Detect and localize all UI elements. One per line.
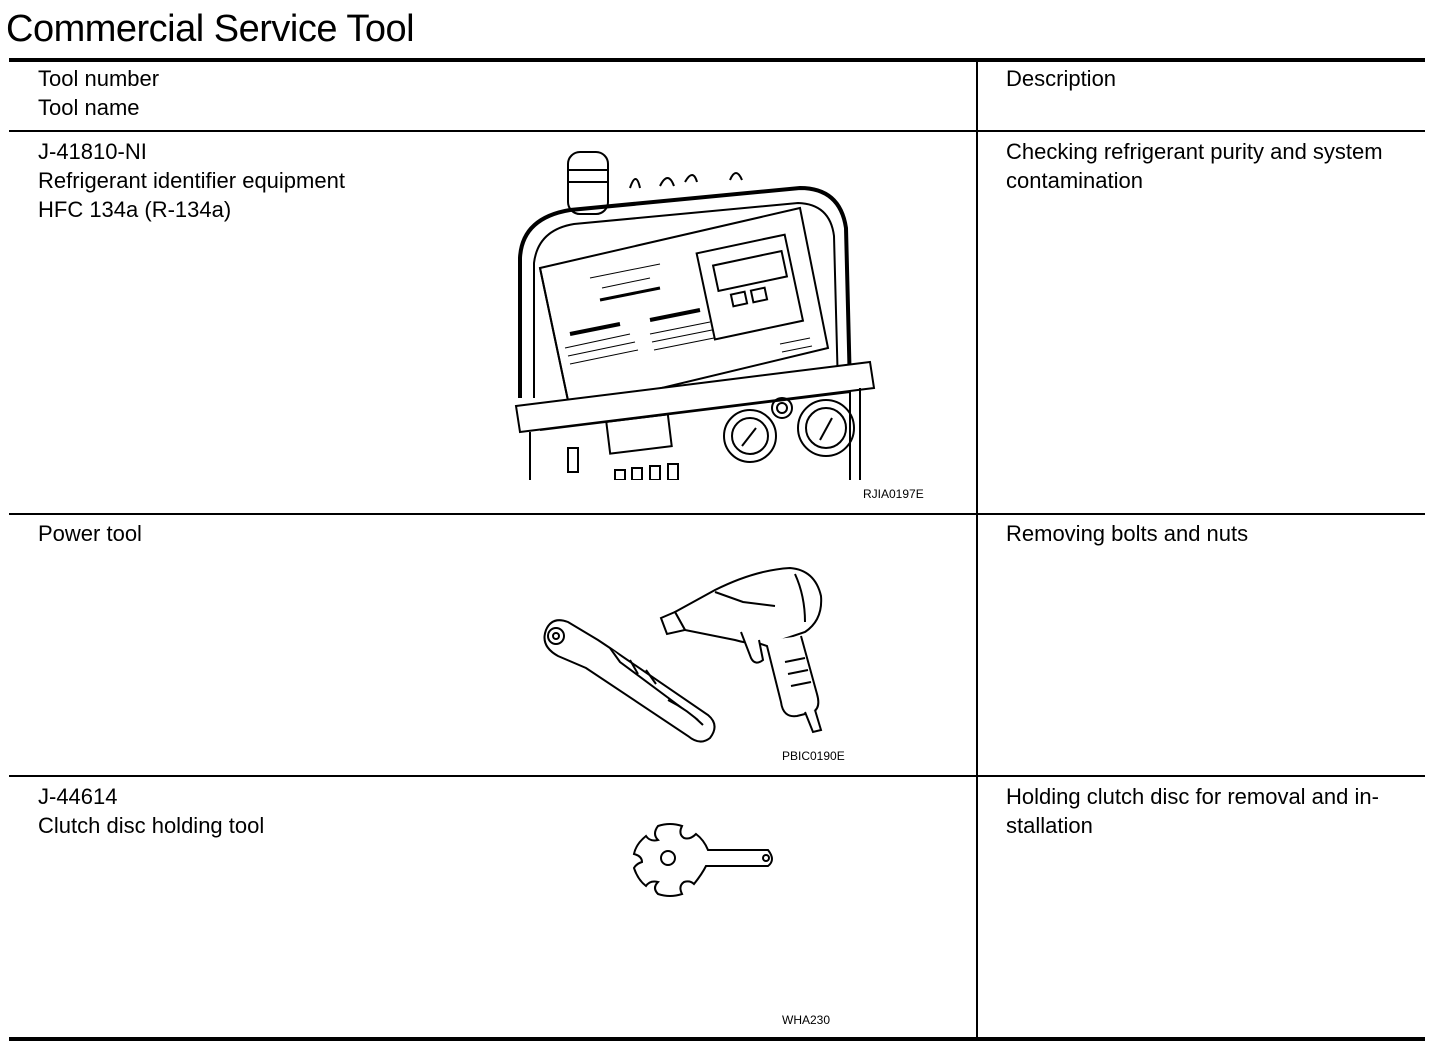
- tool-name: J-41810-NI Refrigerant identifier equipm…: [38, 139, 345, 222]
- table-bottom-rule: [9, 1037, 1425, 1041]
- header-tool-column: Tool number Tool name: [38, 66, 160, 120]
- tool-description: Checking refrigerant purity and system c…: [1006, 139, 1383, 193]
- row-divider: [9, 130, 1425, 132]
- header-description-column: Description: [1006, 66, 1117, 91]
- row-divider: [9, 775, 1425, 777]
- row-divider: [9, 513, 1425, 515]
- tool-name: Power tool: [38, 521, 142, 546]
- refrigerant-identifier-illustration: [514, 151, 876, 480]
- figure-code: PBIC0190E: [782, 749, 845, 763]
- page-title: Commercial Service Tool: [6, 8, 415, 50]
- clutch-disc-holding-tool-illustration: [632, 823, 773, 897]
- figure-code: RJIA0197E: [863, 487, 924, 501]
- impact-wrench-illustration: [659, 566, 823, 734]
- ratchet-wrench-illustration: [543, 619, 716, 743]
- tool-name: J-44614 Clutch disc holding tool: [38, 784, 265, 838]
- tool-description: Holding clutch disc for removal and in- …: [1006, 784, 1379, 838]
- table-top-rule: [9, 58, 1425, 62]
- figure-code: WHA230: [782, 1013, 831, 1027]
- column-divider: [976, 61, 978, 1038]
- tool-description: Removing bolts and nuts: [1006, 521, 1249, 546]
